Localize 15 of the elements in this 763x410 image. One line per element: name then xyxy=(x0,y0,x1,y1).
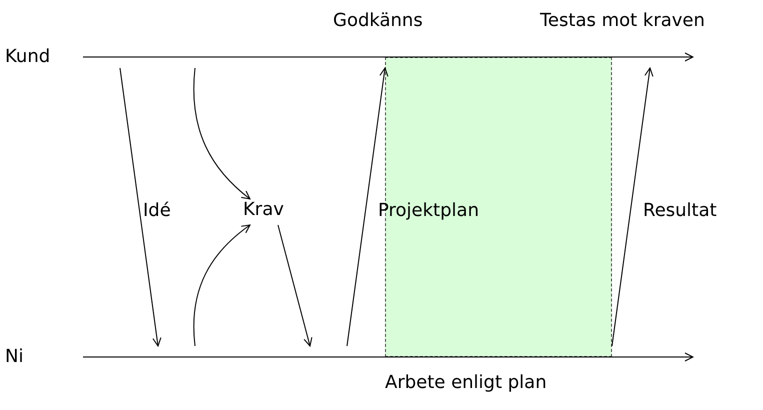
arrow xyxy=(346,68,388,346)
arrow xyxy=(120,68,162,346)
area-caption: Arbete enligt plan xyxy=(385,372,547,394)
edge-label: Projektplan xyxy=(378,200,479,222)
arrow xyxy=(193,68,250,200)
timeline-label: Kund xyxy=(5,46,50,68)
arrow xyxy=(193,224,250,346)
edge-label: Idé xyxy=(143,200,171,222)
arrow xyxy=(278,224,312,346)
node-label: Krav xyxy=(243,199,284,221)
timeline-label: Ni xyxy=(5,346,24,368)
note-label: Godkänns xyxy=(333,10,423,32)
arrow xyxy=(612,68,654,346)
edge-label: Resultat xyxy=(643,200,717,222)
note-label: Testas mot kraven xyxy=(540,10,705,32)
